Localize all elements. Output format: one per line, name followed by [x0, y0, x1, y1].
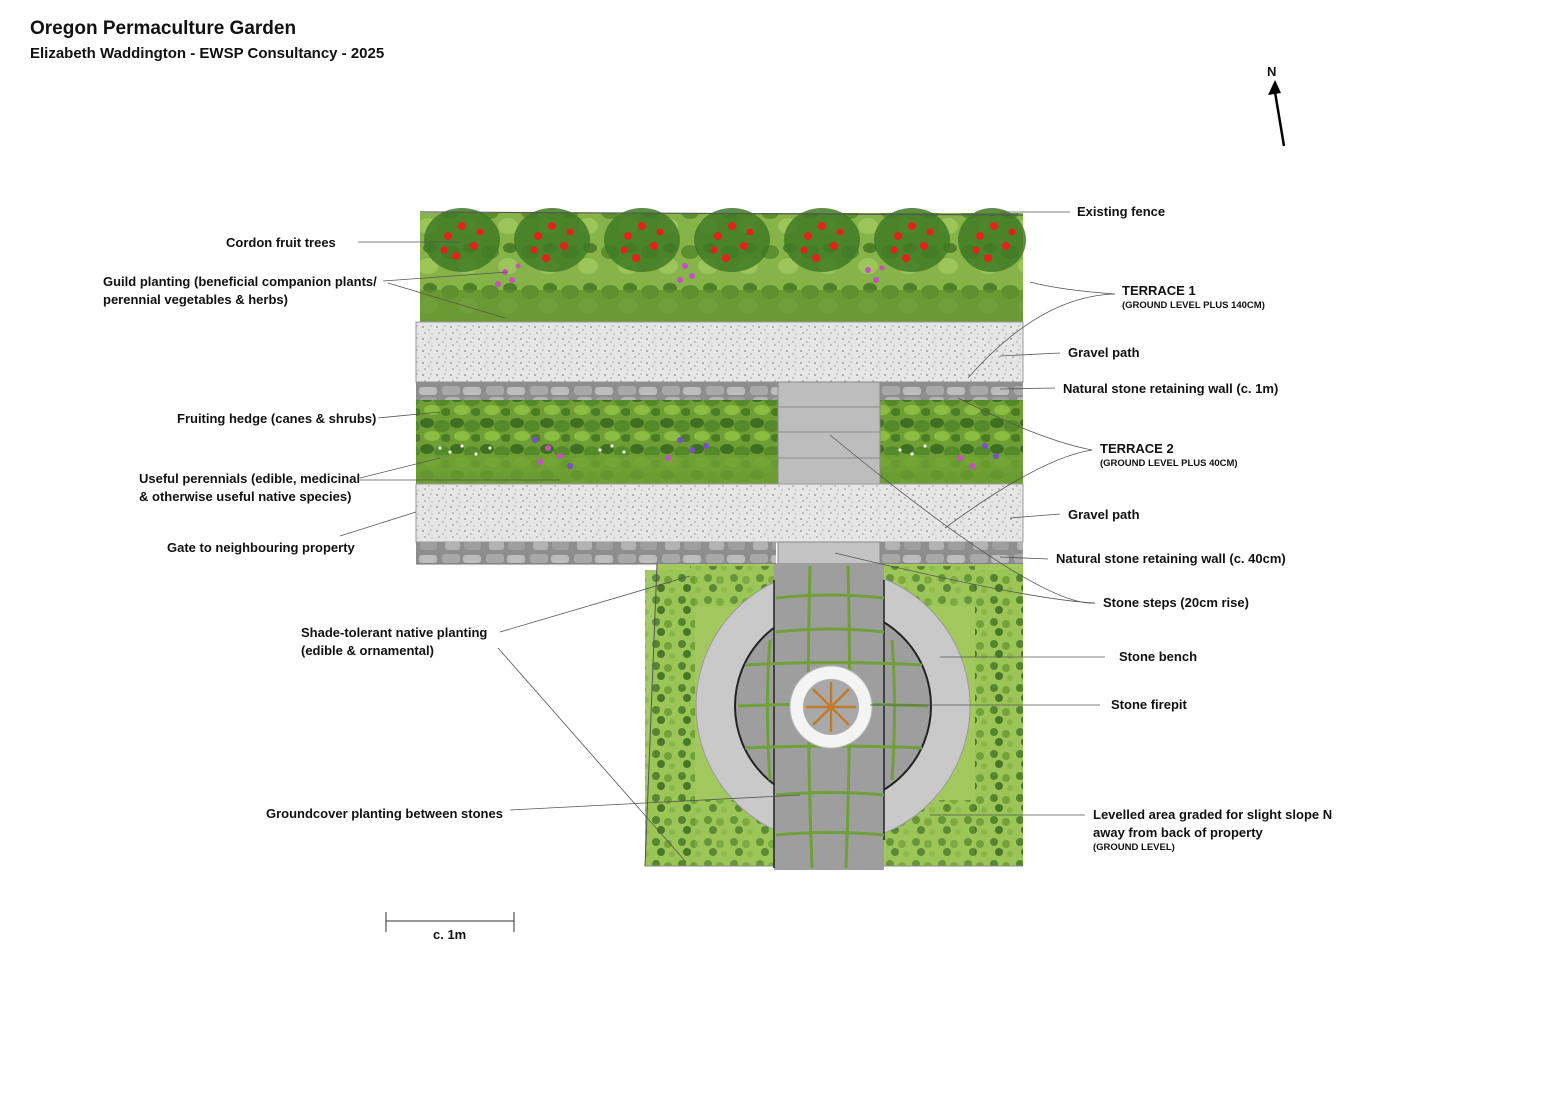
retaining-wall-1-left — [416, 382, 778, 400]
label-existing-fence: Existing fence — [1077, 204, 1166, 219]
fruit-dots — [440, 222, 1016, 262]
label-retaining-wall-1: Natural stone retaining wall (c. 1m) — [1063, 381, 1279, 396]
label-guild-planting: Guild planting (beneficial companion pla… — [103, 273, 377, 309]
label-stone-firepit: Stone firepit — [1111, 697, 1187, 712]
label-shade-tolerant: Shade-tolerant native planting (edible &… — [301, 624, 487, 660]
label-terrace-2: TERRACE 2 (GROUND LEVEL PLUS 40CM) — [1100, 440, 1238, 470]
plan-title: Oregon Permaculture Garden — [30, 18, 297, 39]
label-fruiting-hedge: Fruiting hedge (canes & shrubs) — [177, 411, 377, 426]
retaining-wall-2-right — [880, 542, 1023, 564]
upper-stone-steps — [777, 381, 881, 485]
stone-firepit — [789, 665, 873, 749]
label-gravel-path-2: Gravel path — [1068, 507, 1140, 522]
terrace-2 — [416, 381, 1023, 485]
firewood — [806, 682, 856, 732]
label-perennials-line-1: Useful perennials (edible, medicinal — [139, 471, 361, 486]
scale-bar — [385, 912, 515, 932]
plan-subtitle: Elizabeth Waddington - EWSP Consultancy … — [30, 45, 385, 62]
gravel-path-2 — [415, 483, 1024, 543]
scale-label: c. 1m — [433, 927, 467, 942]
label-shade-line-2: (edible & ornamental) — [301, 643, 434, 658]
label-levelled-line-2: away from back of property — [1093, 825, 1263, 840]
label-cordon-fruit-trees: Cordon fruit trees — [226, 235, 336, 250]
white-flowers — [438, 444, 927, 456]
guild-flowers — [495, 263, 885, 287]
retaining-wall-2-left — [416, 542, 776, 564]
gravel-path-1 — [415, 321, 1024, 383]
label-terrace-2-title: TERRACE 2 — [1100, 441, 1174, 456]
label-gravel-path-1: Gravel path — [1068, 345, 1140, 360]
label-stone-bench: Stone bench — [1119, 649, 1198, 664]
label-terrace-1-level: (GROUND LEVEL PLUS 140CM) — [1122, 300, 1265, 311]
label-useful-perennials: Useful perennials (edible, medicinal & o… — [139, 470, 360, 506]
label-groundcover: Groundcover planting between stones — [266, 806, 503, 821]
terrace-1-bed — [420, 208, 1026, 323]
label-levelled-line-3: (GROUND LEVEL) — [1093, 842, 1175, 853]
label-terrace-1: TERRACE 1 (GROUND LEVEL PLUS 140CM) — [1122, 282, 1265, 312]
label-perennials-line-2: & otherwise useful native species) — [139, 489, 352, 504]
label-guild-line-1: Guild planting (beneficial companion pla… — [103, 274, 377, 289]
north-label: N — [1267, 64, 1277, 79]
label-terrace-2-level: (GROUND LEVEL PLUS 40CM) — [1100, 458, 1238, 469]
label-gate: Gate to neighbouring property — [167, 540, 355, 555]
existing-fence-line — [419, 211, 1024, 216]
label-levelled-area: Levelled area graded for slight slope N … — [1093, 806, 1332, 854]
cordon-fruit-trees — [424, 208, 1026, 287]
label-retaining-wall-2: Natural stone retaining wall (c. 40cm) — [1056, 551, 1286, 566]
label-guild-line-2: perennial vegetables & herbs) — [103, 292, 288, 307]
leader-lines — [339, 211, 1116, 863]
lower-stone-step — [777, 541, 881, 565]
label-terrace-1-title: TERRACE 1 — [1122, 283, 1196, 298]
north-arrow-icon — [1268, 80, 1286, 147]
label-stone-steps: Stone steps (20cm rise) — [1103, 595, 1249, 610]
perennial-flowers — [532, 437, 999, 469]
label-shade-line-1: Shade-tolerant native planting — [301, 625, 488, 640]
label-levelled-line-1: Levelled area graded for slight slope N — [1093, 807, 1333, 822]
retaining-wall-1-right — [880, 382, 1023, 400]
